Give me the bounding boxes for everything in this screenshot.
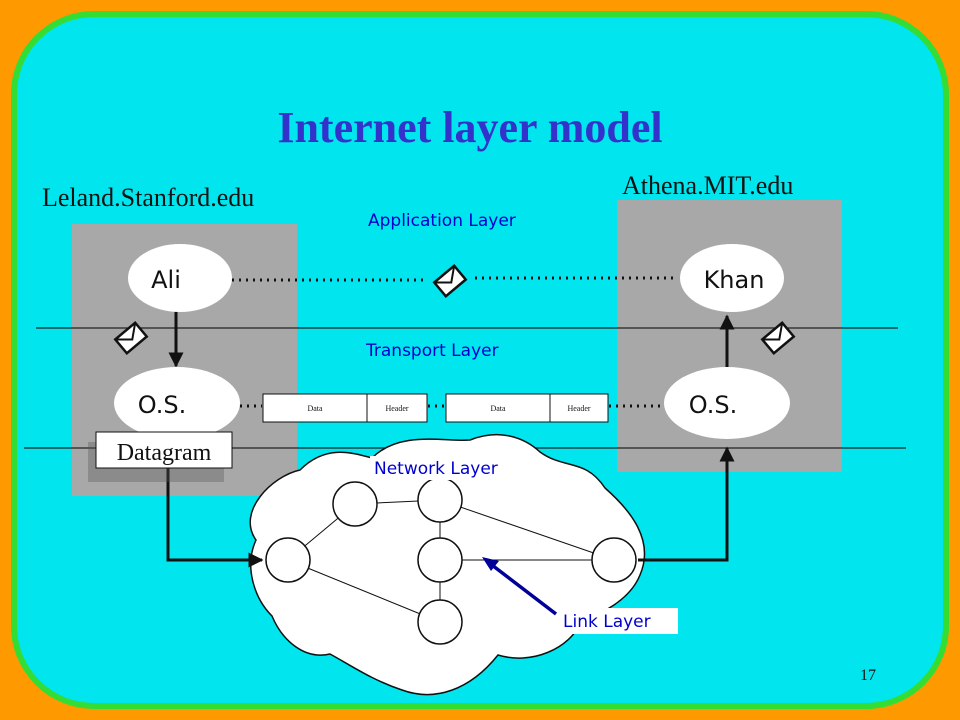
router-node [417,477,463,523]
right-app-node [680,244,784,312]
packet-1-header-label: Header [385,404,408,413]
link-layer-arrowhead [482,557,499,571]
packet-2: Data Header [445,393,609,423]
right-host-name: Athena.MIT.edu [622,171,793,200]
packet-1-data-segment [262,393,368,423]
left-os-label: O.S. [138,391,186,419]
link-layer-label-bg [560,608,678,634]
envelope-icon [760,320,796,356]
right-os-label: O.S. [689,391,737,419]
envelope-icon [113,320,149,356]
application-layer-label: Application Layer [368,211,516,231]
left-route-line [166,468,264,568]
router-node [591,537,637,583]
packet-1-header-segment [366,393,428,423]
datagram-box [95,431,233,469]
page-title: Internet layer model [277,103,662,152]
transport-layer-label: Transport Layer [365,341,499,361]
router-node [417,537,463,583]
link-layer-label: Link Layer [563,612,651,632]
envelope-icon [432,263,468,299]
slide-panel [11,11,949,709]
packet-2-header-segment [549,393,609,423]
link-layer-arrow [486,560,558,616]
left-os-node [114,367,240,439]
router-node [417,599,463,645]
page-number: 17 [860,667,876,684]
left-app-node [128,244,232,312]
right-app-label: Khan [704,266,765,294]
right-route-line [638,446,735,562]
router-node [265,537,311,583]
packet-2-header-label: Header [567,404,590,413]
network-layer-label-bg [370,456,542,480]
packet-2-data-segment [445,393,551,423]
left-app-label: Ali [151,266,181,294]
right-os-node [664,367,790,439]
packet-1-data-label: Data [307,404,323,413]
router-node [332,481,378,527]
network-layer-label: Network Layer [374,459,498,479]
packet-2-data-label: Data [490,404,506,413]
datagram-label: Datagram [117,440,212,466]
packet-1: Data Header [262,393,428,423]
left-host-name: Leland.Stanford.edu [42,183,254,212]
